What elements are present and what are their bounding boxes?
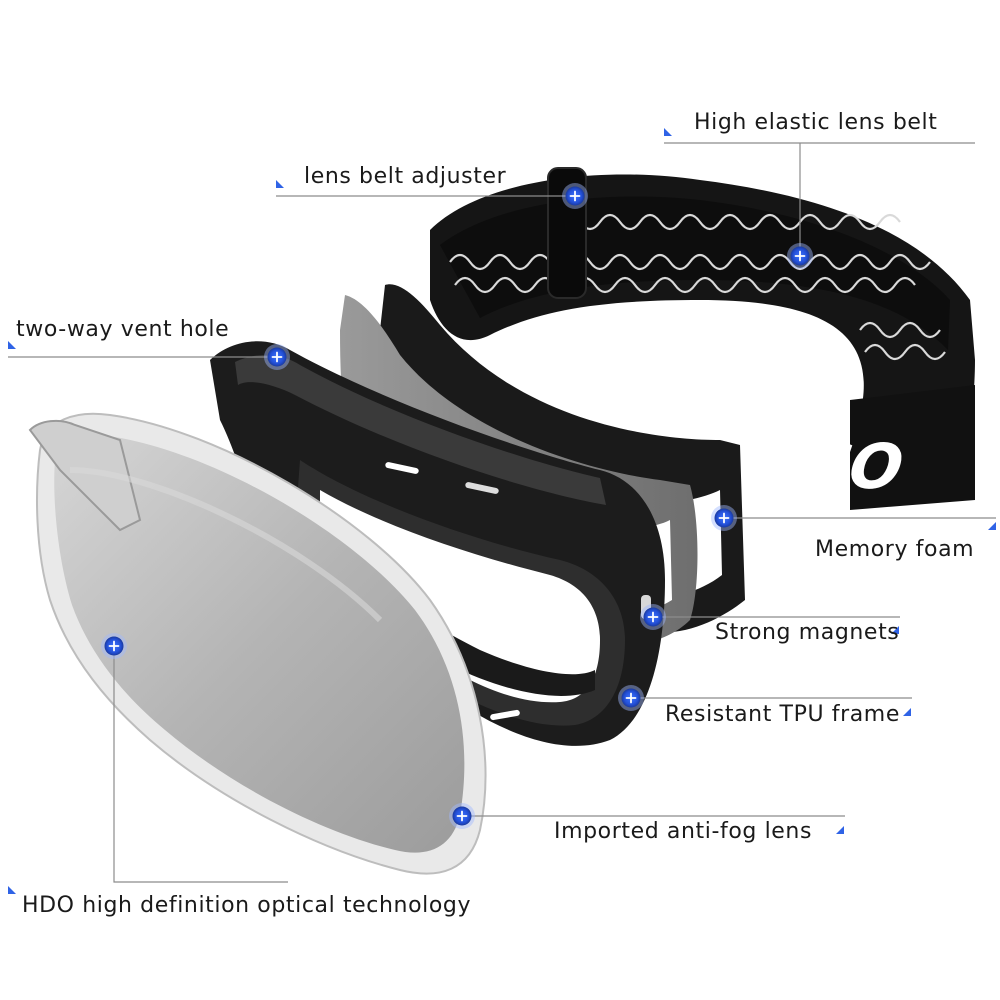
corner-triangle-icon bbox=[664, 128, 672, 136]
vent-slot-1 bbox=[385, 462, 419, 474]
lens-surface bbox=[54, 435, 465, 853]
vent-strip bbox=[235, 354, 606, 505]
strap: CO bbox=[430, 167, 975, 510]
line-hdo-optical-technology bbox=[113, 646, 288, 883]
label-two-way-vent-hole: two-way vent hole bbox=[16, 317, 230, 342]
callout-markers bbox=[101, 183, 813, 829]
line-high-elastic-lens-belt bbox=[664, 142, 975, 256]
vent-slot-3 bbox=[490, 709, 520, 721]
label-hdo-optical-technology: HDO high definition optical technology bbox=[22, 893, 472, 918]
label-resistant-tpu-frame: Resistant TPU frame bbox=[665, 702, 900, 727]
strap-tail bbox=[850, 385, 975, 510]
plus-circle-icon bbox=[562, 183, 588, 209]
plus-circle-icon bbox=[618, 685, 644, 711]
lens bbox=[28, 412, 487, 875]
lens-highlight bbox=[69, 467, 383, 623]
label-imported-anti-fog-lens: Imported anti-fog lens bbox=[554, 819, 813, 844]
plus-circle-icon bbox=[264, 344, 290, 370]
corner-triangle-icon bbox=[836, 826, 844, 834]
corner-triangle-icon bbox=[903, 708, 911, 716]
leader-lines bbox=[8, 142, 996, 883]
label-high-elastic-lens-belt: High elastic lens belt bbox=[694, 110, 938, 135]
tpu-frame-window bbox=[320, 490, 600, 703]
label-strong-magnets: Strong magnets bbox=[715, 620, 900, 645]
vent-slot-2 bbox=[465, 482, 499, 494]
plus-circle-icon bbox=[787, 243, 813, 269]
strap-wave-pattern bbox=[449, 213, 946, 361]
brand-text: CO bbox=[799, 430, 907, 503]
lens-edge-clip bbox=[28, 419, 142, 532]
corner-accents bbox=[8, 128, 996, 894]
label-memory-foam: Memory foam bbox=[815, 537, 975, 562]
corner-triangle-icon bbox=[8, 886, 16, 894]
plus-circle-icon bbox=[101, 633, 127, 659]
corner-triangle-icon bbox=[988, 522, 996, 530]
plus-circle-icon bbox=[640, 604, 666, 630]
label-lens-belt-adjuster: lens belt adjuster bbox=[304, 164, 507, 189]
plus-circle-icon bbox=[449, 803, 475, 829]
corner-triangle-icon bbox=[276, 180, 284, 188]
plus-circle-icon bbox=[711, 505, 737, 531]
corner-triangle-icon bbox=[891, 626, 899, 634]
corner-triangle-icon bbox=[8, 341, 16, 349]
